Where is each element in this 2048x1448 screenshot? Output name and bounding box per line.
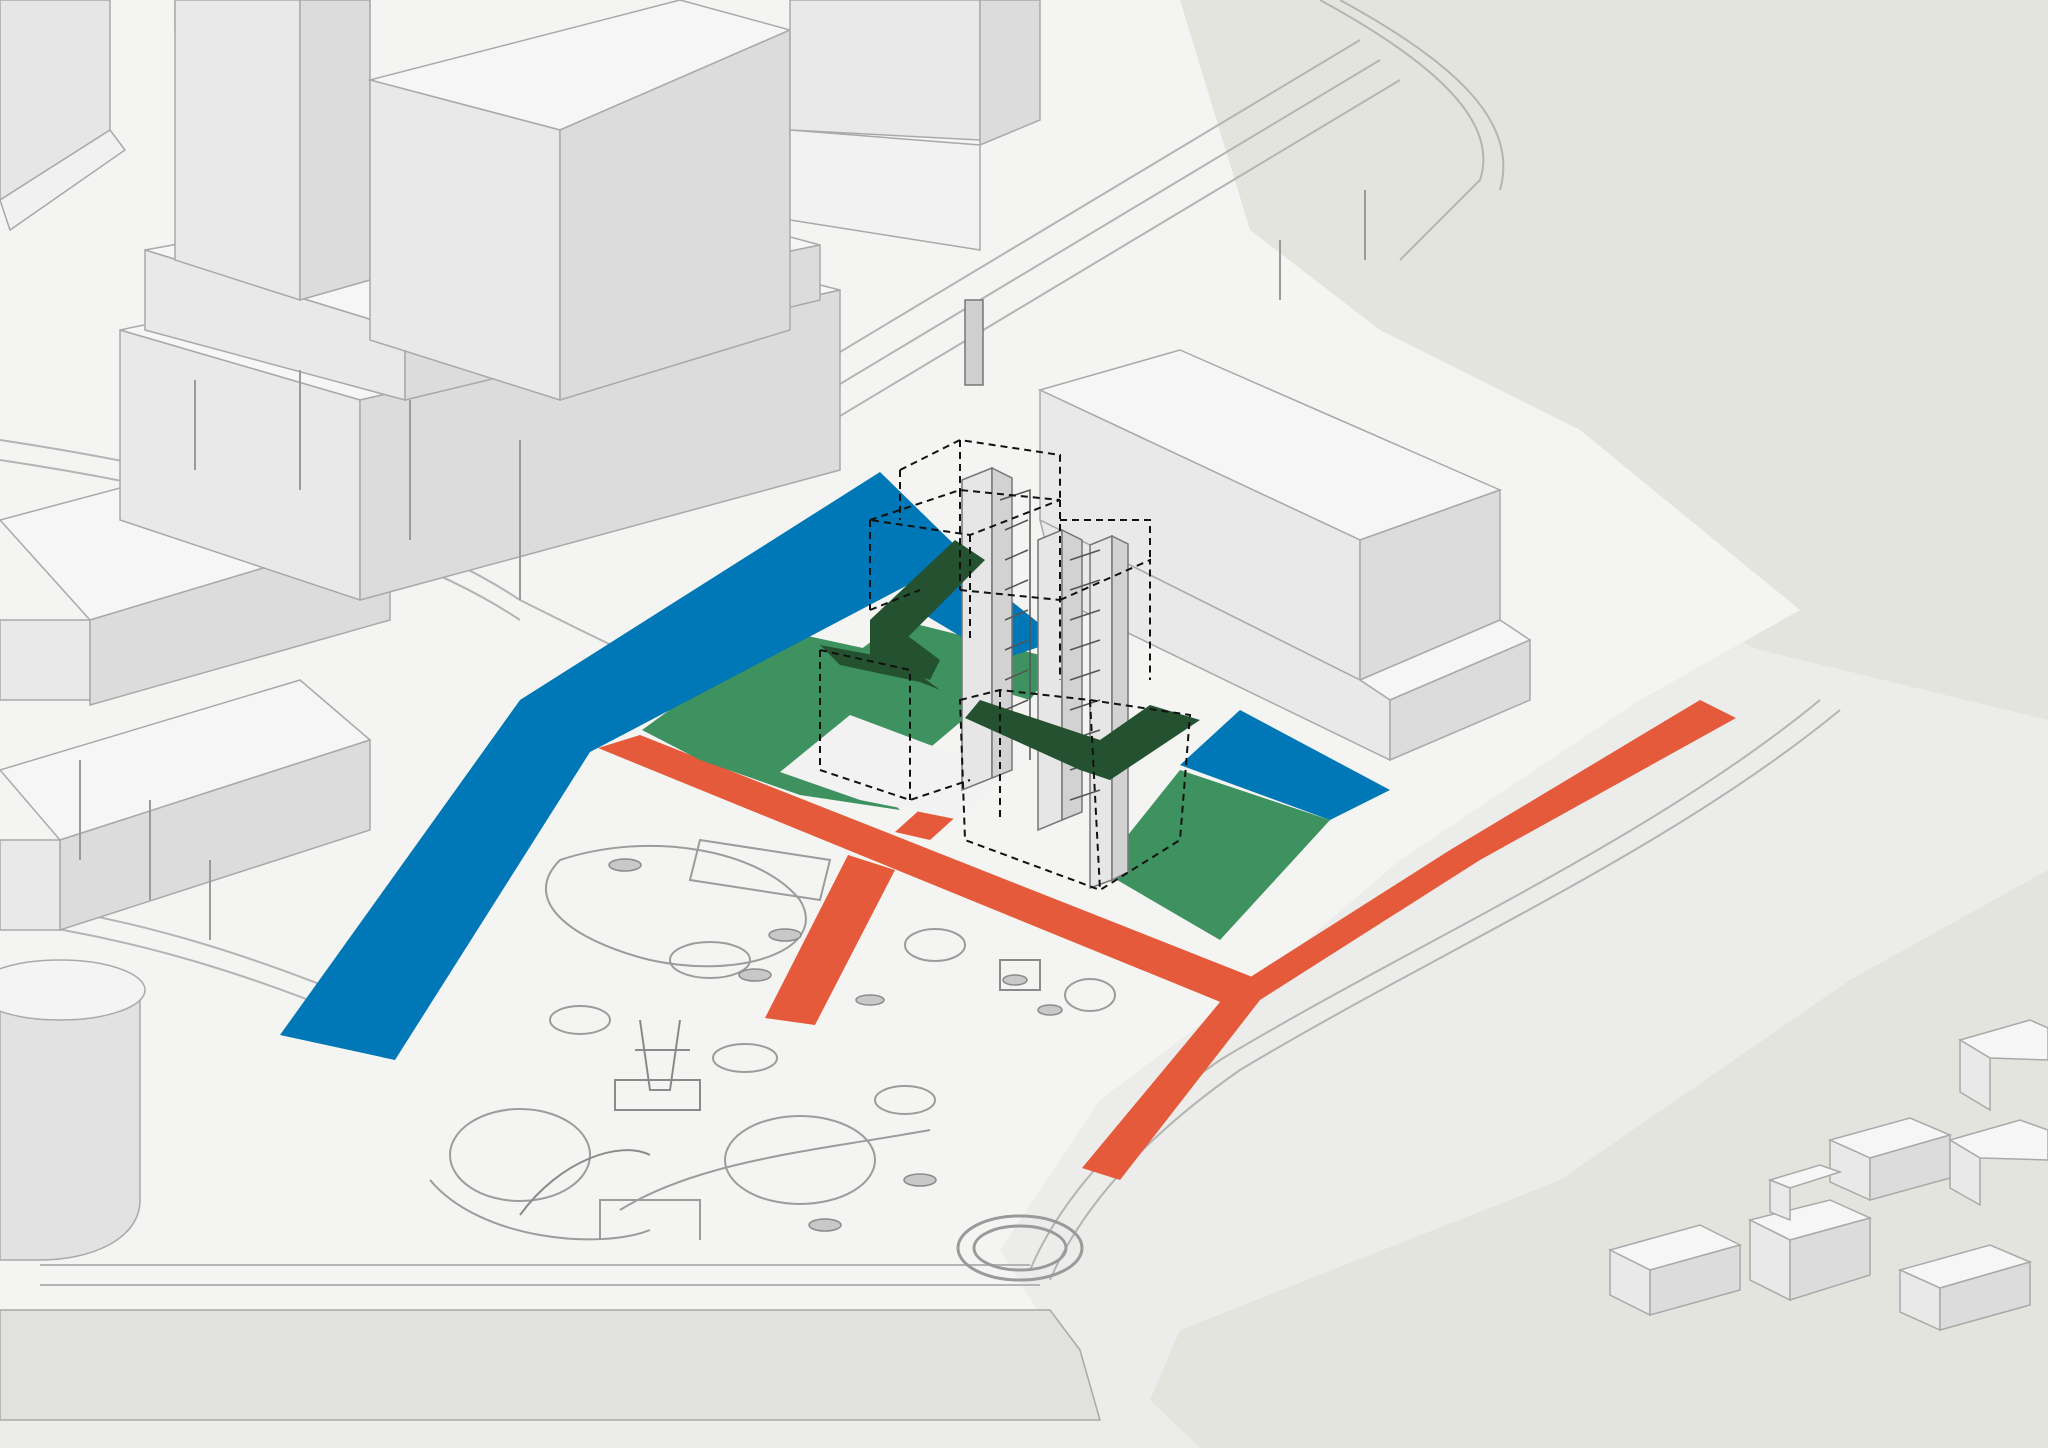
rail-pylons <box>79 190 1366 940</box>
sky-bridge-lower <box>965 700 1200 780</box>
orange-axis-branch <box>765 855 895 1025</box>
sky-bridge-link <box>880 630 940 680</box>
frame-upper <box>869 488 1061 640</box>
playground-structures <box>519 959 1041 1216</box>
frame-east <box>958 688 1192 892</box>
blue-walkway-main <box>280 472 965 1060</box>
left-buildings <box>0 0 1041 1261</box>
park-features <box>429 838 1116 1241</box>
park-pavilions <box>608 858 1063 1232</box>
blue-walkway-east <box>1180 710 1390 820</box>
orange-axis-river <box>1082 700 1736 1180</box>
elevator-kiosk <box>964 299 984 386</box>
green-zone-east <box>1100 770 1330 940</box>
frame-middle <box>959 519 1151 680</box>
frame-west <box>819 589 971 802</box>
dashed-frames <box>819 438 1192 892</box>
small-houses <box>1607 1019 2048 1332</box>
roundabout <box>956 1214 1084 1282</box>
embankment <box>0 1309 1101 1421</box>
plaza-cutout <box>780 715 1010 820</box>
tower-east <box>1037 528 1129 890</box>
orange-axis-main <box>598 735 1260 1010</box>
frame-top <box>899 438 1061 520</box>
